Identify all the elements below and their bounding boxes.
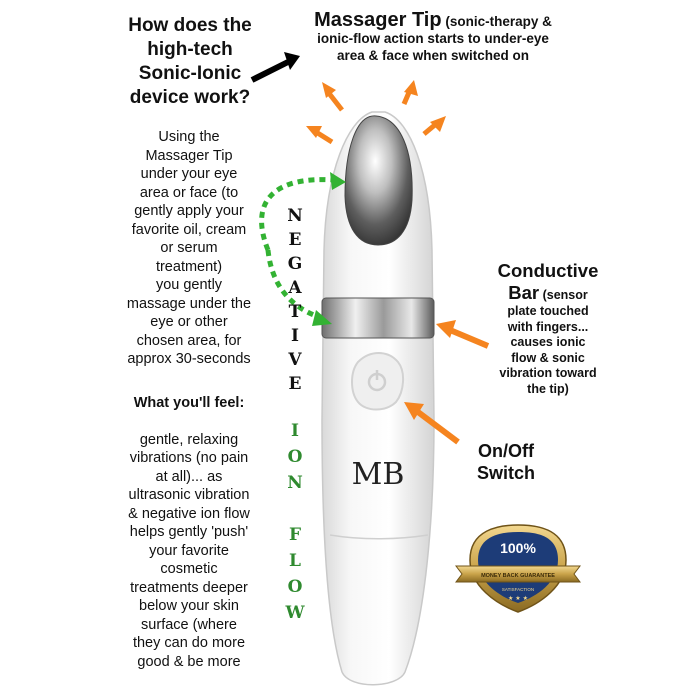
feel-section: What you'll feel: gentle, relaxing vibra… [94,394,284,671]
conductive-desc: the tip) [527,381,569,396]
feel-title: What you'll feel: [133,395,245,411]
conductive-desc: plate touched [507,304,589,318]
massager-tip-title: Massager Tip [314,9,442,31]
conductive-desc: causes ionic [510,335,586,349]
onoff-line-2: Switch [476,463,535,483]
green-arrow-to-tip [259,177,335,251]
usage-line: Using the [158,129,220,145]
device-seam [329,534,429,540]
usage-line: or serum [160,240,218,256]
letter: V [288,350,302,370]
badge-stars-icon: ★ ★ ★ [508,595,528,602]
massager-tip-label: Massager Tip (sonic-therapy & ionic-flow… [278,9,588,64]
letter: G [287,254,303,274]
conductive-title-1: Conductive [497,260,599,281]
letter: N [287,473,303,493]
power-button[interactable] [351,352,404,411]
conductive-bar-label: Conductive Bar (sensor plate touched wit… [478,260,618,397]
question-line: device work? [129,87,251,108]
usage-line: favorite oil, cream [131,221,247,238]
conductive-desc-first: (sensor [542,288,588,302]
usage-line: you gently [155,277,223,293]
green-arrowhead-tip-icon [330,172,346,190]
usage-instructions: Using the Massager Tip under your eye ar… [94,128,284,369]
usage-line: chosen area, for [136,332,242,349]
conductive-bar [321,297,435,339]
green-arrow-to-bar [265,249,323,321]
letter: N [287,206,303,226]
massager-tip-desc-1: (sonic-therapy & [445,14,552,29]
massager-tip-desc-3: area & face when switched on [336,48,530,63]
question-line: How does the [128,15,252,36]
ion-flow-vertical-text: I O N F L O W [283,418,307,626]
badge-percent: 100% [500,540,536,556]
mb-logo: MB [352,457,405,492]
black-arrow-icon [250,52,300,83]
letter: F [288,525,302,545]
massager-tip-desc-2: ionic-flow action starts to under-eye [317,31,549,46]
mb-logo-text: MB [352,457,405,492]
arrow-up-left-icon [322,82,344,112]
letter: E [288,374,302,394]
usage-line: gently apply your [134,203,244,219]
feel-line: & negative ion flow [128,505,250,522]
usage-line: under your eye [140,166,238,182]
feel-line: your favorite [149,542,229,559]
question-heading: How does the high-tech Sonic-Ionic devic… [95,14,285,110]
massager-device [321,111,435,686]
usage-line: area or face (to [139,184,239,201]
letter: O [287,577,303,597]
onoff-switch-label: On/Off Switch [456,440,556,484]
negative-vertical-text: N E G A T I V E [283,204,307,396]
feel-line: surface (where [141,616,237,633]
feel-line: helps gently 'push' [129,524,249,540]
feel-line: at all)... as [155,468,223,485]
usage-line: approx 30-seconds [127,351,251,367]
question-line: high-tech [147,39,233,60]
onoff-line-1: On/Off [478,441,534,461]
arrow-up-right-icon [401,80,418,105]
letter: I [291,421,299,441]
question-line: Sonic-Ionic [138,63,242,84]
conductive-title-2: Bar [508,282,540,303]
feel-line: below your skin [139,598,239,614]
conductive-desc: with fingers... [507,319,589,334]
feel-line: cosmetic [160,561,218,577]
feel-line: gentle, relaxing [139,431,239,448]
arrow-to-switch-icon [404,402,460,445]
green-arrowhead-bar-icon [312,310,332,326]
feel-line: they can do more [132,635,246,651]
letter: I [291,326,299,346]
usage-line: eye or other [150,314,228,330]
letter: O [287,447,303,467]
word-gap [283,496,307,522]
usage-line: massage under the [126,295,252,312]
letter: T [288,302,302,322]
usage-line: Massager Tip [145,147,233,164]
orange-arrows [306,80,490,445]
money-back-badge: 100% MONEY BACK GUARANTEE SATISFACTION ★… [455,524,581,613]
feel-line: vibrations (no pain [129,450,249,466]
feel-line: ultrasonic vibration [128,487,250,503]
usage-line: treatment) [155,258,223,275]
letter: E [288,230,302,250]
letter: A [288,278,302,298]
arrow-left-icon [306,126,334,145]
badge-bottom-text: SATISFACTION [502,587,534,592]
letter: L [289,551,301,571]
green-dotted-arrows [259,177,335,321]
letter: W [285,603,305,623]
arrow-to-bar-icon [436,320,490,349]
feel-line: treatments deeper [130,579,248,596]
arrow-right-icon [422,116,446,136]
feel-line: good & be more [137,653,241,670]
massager-tip-chrome [344,115,413,246]
badge-ribbon-text: MONEY BACK GUARANTEE [481,573,555,579]
conductive-desc: flow & sonic [511,350,585,365]
conductive-desc: vibration toward [499,366,597,380]
